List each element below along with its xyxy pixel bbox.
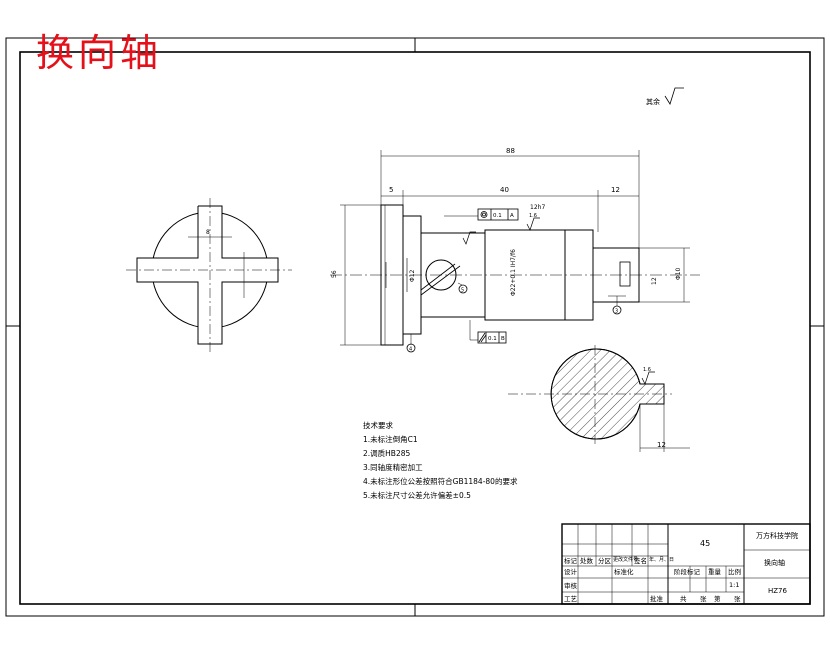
- callout-5: 5: [461, 288, 464, 294]
- end-view-dim: 8: [206, 229, 210, 236]
- tb-sheet-info: 张: [700, 595, 707, 603]
- tb-stage-label: 重量: [708, 568, 721, 576]
- tb-row-label: 分区: [598, 557, 611, 565]
- tol-a-ref: A: [510, 213, 514, 219]
- dim-flange-width: 5: [389, 186, 393, 194]
- callout-4: 4: [409, 347, 412, 353]
- callouts: [406, 284, 622, 353]
- tech-req-item: 4.未标注形位公差按照符合GB1184-80的要求: [363, 477, 518, 486]
- drawing-title: 换向轴: [36, 31, 163, 75]
- tol-b-value: 0.1: [488, 336, 497, 342]
- tb-sheet-info: 第: [714, 595, 721, 603]
- tb-approve: 批准: [650, 595, 663, 603]
- section-dim: 12: [657, 441, 666, 449]
- tb-part-name: 换向轴: [764, 559, 785, 567]
- centering-marks: [6, 38, 824, 616]
- tb-material: 45: [700, 539, 711, 548]
- finish-rest-label: 其余: [646, 97, 660, 106]
- tol-b-ref: B: [501, 336, 505, 342]
- tech-req-item: 1.未标注倒角C1: [363, 435, 418, 444]
- end-view: [126, 198, 292, 352]
- tolerance-frame-b: [477, 331, 507, 344]
- tb-stage-label: 阶段标记: [674, 568, 700, 576]
- dim-bore-dia: Φ12: [409, 269, 416, 282]
- dim-end-length: 12: [611, 186, 620, 194]
- dim-overall: 88: [506, 147, 515, 155]
- tb-review: 审核: [564, 582, 577, 590]
- dim-flange-dia: 56: [331, 270, 338, 278]
- callout-3: 3: [615, 309, 618, 315]
- tb-design: 设计: [564, 568, 577, 576]
- finish-symbol-rest: [664, 87, 684, 105]
- dimension-lines: [340, 150, 690, 346]
- section-view: [508, 345, 690, 452]
- finish-symbols: [462, 217, 540, 245]
- finish-b: 1.6: [643, 367, 651, 373]
- finish-a: 1.6: [529, 213, 537, 219]
- tol-a-value: 0.1: [493, 213, 502, 219]
- tb-sheet-info: 共: [680, 595, 687, 603]
- tb-stage-label: 比例: [728, 568, 741, 576]
- dim-key-depth: 12: [651, 277, 658, 285]
- tech-req-item: 5.未标注尺寸公差允许偏差±0.5: [363, 491, 471, 500]
- tb-sheet-info: 张: [734, 595, 741, 603]
- title-block-lines: [561, 523, 811, 605]
- tolerance-frame-a: [477, 208, 519, 221]
- tb-company: 万方科技学院: [756, 532, 798, 540]
- tb-row-label: 签名: [634, 557, 647, 565]
- tb-standardize: 标准化: [614, 568, 634, 576]
- tb-process: 工艺: [564, 595, 577, 603]
- tech-req-item: 2.调质HB285: [363, 449, 411, 458]
- dim-journal-dia: Φ22+0.1 IH7/f6: [510, 249, 517, 296]
- dim-fit-tol: 12h7: [530, 204, 545, 211]
- tb-row-label: 处数: [580, 557, 593, 565]
- tb-scale: 1:1: [729, 581, 740, 589]
- dim-body-length: 40: [500, 186, 509, 194]
- tb-row-label: 更改文件号: [613, 557, 639, 563]
- tb-row-label: 标记: [564, 557, 577, 565]
- tb-row-label: 年、月、日: [649, 557, 675, 563]
- tech-req-item: 3.同轴度精密加工: [363, 463, 423, 472]
- dim-end-dia: Φ10: [675, 267, 682, 280]
- tech-req-heading: 技术要求: [363, 421, 393, 430]
- tb-drawing-no: HZ76: [768, 587, 787, 595]
